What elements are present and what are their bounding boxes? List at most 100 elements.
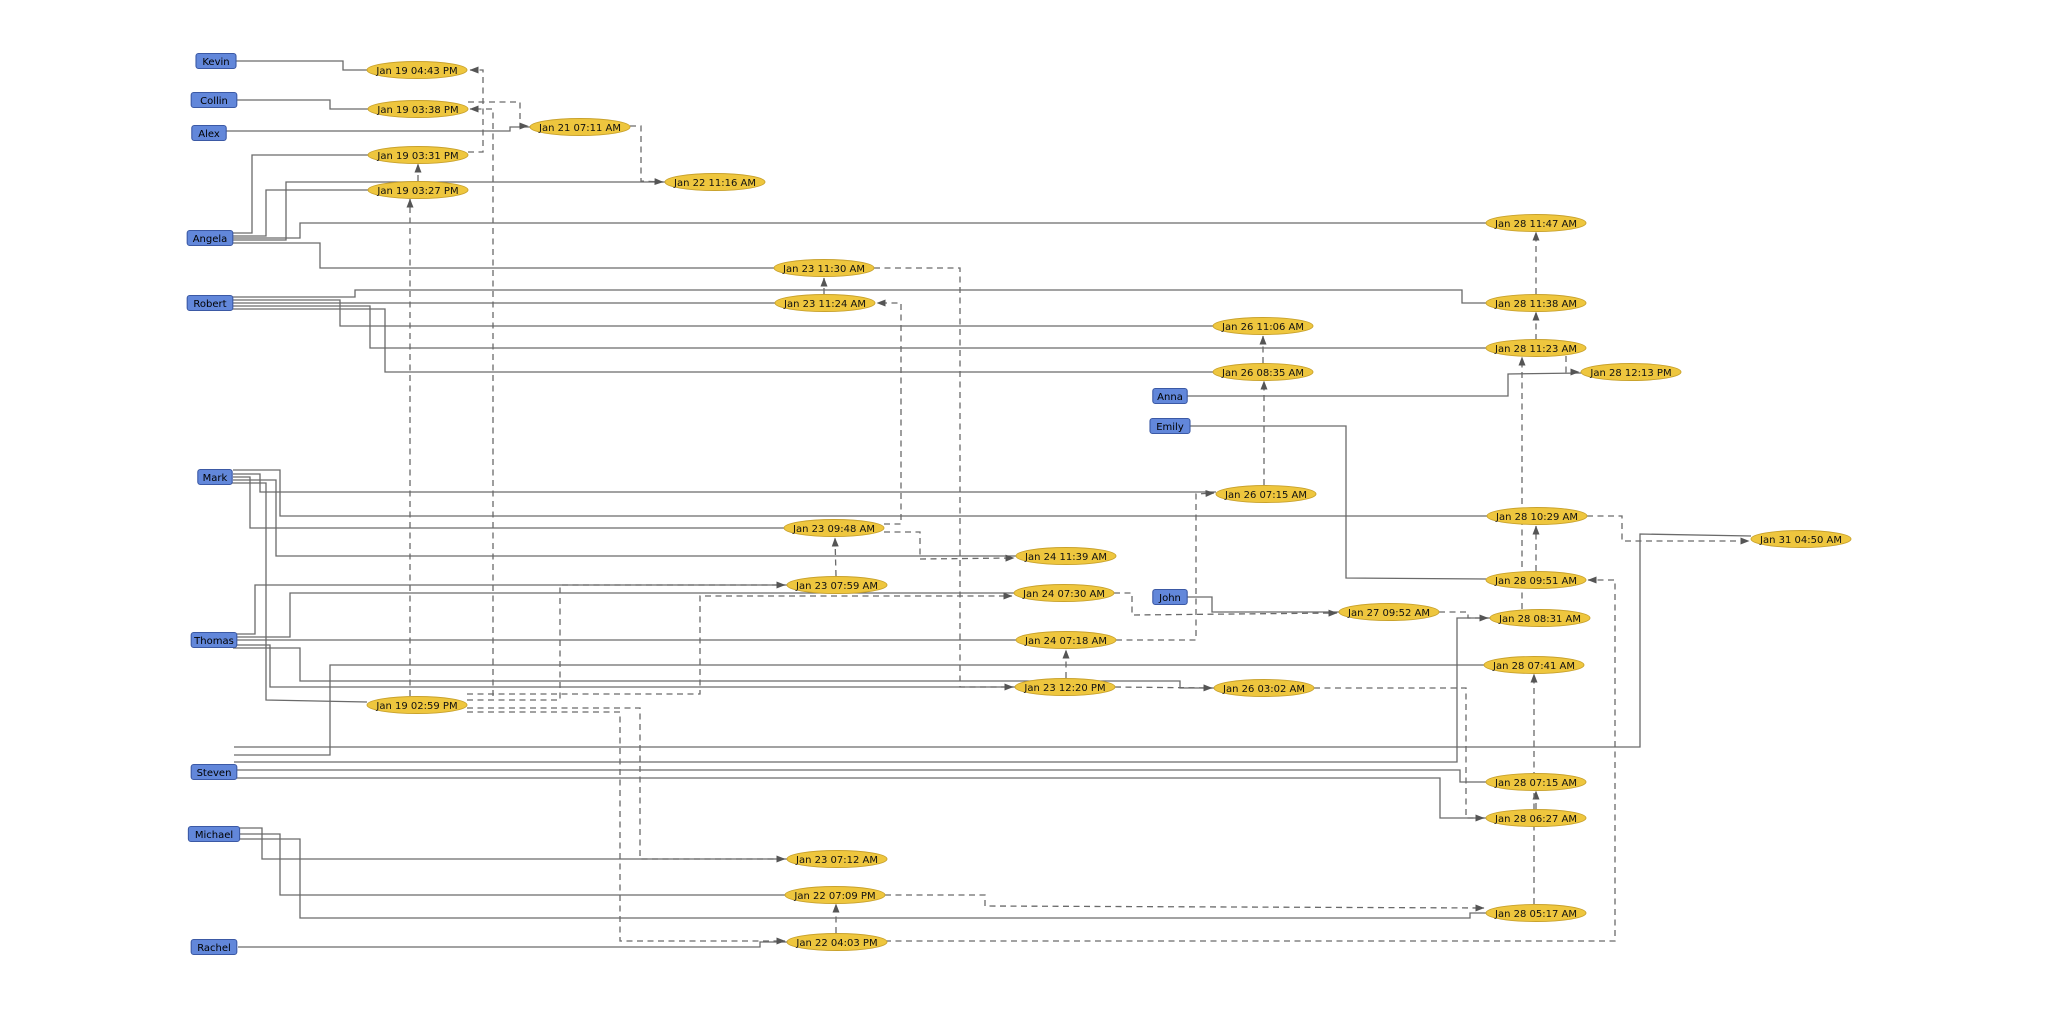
event-label: Jan 19 03:38 PM [376,105,458,116]
event-ellipse [783,519,885,537]
edge-solid-Steven-e18 [234,533,1752,748]
event-node-e17: Jan 23 09:48 AM [783,519,885,537]
event-label: Jan 28 11:38 AM [1494,299,1577,310]
person-box [190,763,238,781]
event-node-e25: Jan 24 07:18 AM [1015,631,1117,649]
event-ellipse [664,173,766,191]
edge-solid-Thomas-e28 [233,647,1214,689]
dashed-edges-layer [406,66,1750,945]
event-label: Jan 26 03:02 AM [1222,684,1305,695]
person-label: Michael [195,830,233,841]
edge-solid-Kevin-e1 [236,60,367,71]
event-node-e6: Jan 22 11:16 AM [664,173,766,191]
event-node-e33: Jan 22 07:09 PM [784,886,886,904]
event-label: Jan 22 11:16 AM [673,178,756,189]
event-node-e22: Jan 24 07:30 AM [1013,584,1115,602]
edge-dashed-e8-e27 [874,267,1014,691]
event-ellipse [1485,904,1587,922]
event-ellipse [1489,609,1591,627]
event-node-e3: Jan 21 07:11 AM [529,118,631,136]
event-node-e28: Jan 26 03:02 AM [1213,679,1315,697]
event-ellipse [1580,363,1682,381]
edge-solid-Alex-e3 [226,126,530,132]
edge-solid-Angela-e5 [230,189,368,237]
edge-solid-Robert-e11 [230,289,1486,304]
event-ellipse [1212,317,1314,335]
edge-solid-Mark-e19 [233,479,1016,557]
event-label: Jan 28 10:29 AM [1495,512,1578,523]
edge-solid-Emily-e20 [1183,425,1487,580]
edge-solid-Mark-e15 [233,473,1216,493]
event-ellipse [367,181,469,199]
event-label: Jan 23 11:24 AM [783,299,866,310]
event-node-e11: Jan 28 11:38 AM [1485,294,1587,312]
edge-solid-Steven-e24 [234,617,1490,763]
edge-solid-Michael-e32 [236,827,787,860]
event-node-e27: Jan 23 12:20 PM [1014,678,1116,696]
person-box [1152,387,1188,405]
person-node-steven: Steven [190,763,238,781]
event-node-e9: Jan 23 11:24 AM [774,294,876,312]
event-ellipse [367,100,469,118]
event-label: Jan 22 04:03 PM [795,938,877,949]
event-node-e12: Jan 28 11:23 AM [1485,339,1587,357]
event-ellipse [1750,530,1852,548]
event-node-e29: Jan 19 02:59 PM [366,696,468,714]
edge-solid-Steven-e31 [234,777,1486,819]
event-ellipse [1215,485,1317,503]
edge-solid-Anna-e14 [1183,372,1582,397]
person-node-anna: Anna [1152,387,1188,405]
edge-dashed-e23-e24 [1439,611,1489,622]
event-node-e14: Jan 28 12:13 PM [1580,363,1682,381]
event-node-e35: Jan 22 04:03 PM [786,933,888,951]
edge-dashed-e17-e19 [884,531,1015,562]
event-node-e24: Jan 28 08:31 AM [1489,609,1591,627]
event-label: Jan 23 12:20 PM [1023,683,1105,694]
person-box [190,91,238,109]
event-node-e26: Jan 28 07:41 AM [1483,656,1585,674]
event-node-e8: Jan 23 11:30 AM [773,259,875,277]
person-box [190,631,238,649]
event-ellipse [1015,547,1117,565]
person-label: Collin [200,96,228,107]
event-node-e19: Jan 24 11:39 AM [1015,547,1117,565]
person-node-angela: Angela [186,229,234,247]
event-ellipse [774,294,876,312]
event-node-e13: Jan 26 08:35 AM [1212,363,1314,381]
person-label: Kevin [202,57,229,68]
person-node-kevin: Kevin [195,52,237,70]
event-label: Jan 21 07:11 AM [538,123,621,134]
edge-solid-Mark-e16 [233,469,1487,517]
person-box [1149,417,1191,435]
event-label: Jan 24 11:39 AM [1024,552,1107,563]
event-label: Jan 28 07:15 AM [1494,778,1577,789]
edge-dashed-e35-e20 [885,576,1616,942]
edge-dashed-e12-e14 [1565,356,1580,376]
event-ellipse [1212,363,1314,381]
edge-solid-Thomas-e21 [233,584,787,635]
edge-dashed-e28-e31 [1314,687,1485,822]
edge-solid-John-e23 [1182,596,1339,613]
event-label: Jan 26 11:06 AM [1221,322,1304,333]
event-label: Jan 23 07:59 AM [795,581,878,592]
event-label: Jan 19 04:43 PM [375,66,457,77]
person-box [186,229,234,247]
edge-dashed-e29-e32 [467,707,786,863]
edge-dashed-e25-e15 [1116,489,1215,641]
edge-solid-Rachel-e35 [238,941,787,948]
edge-solid-Thomas-e27 [233,644,1015,688]
person-label: Rachel [197,943,231,954]
event-label: Jan 28 06:27 AM [1494,814,1577,825]
event-node-e5: Jan 19 03:27 PM [367,181,469,199]
event-node-e23: Jan 27 09:52 AM [1338,603,1440,621]
edge-dashed-e3-e6 [630,125,664,186]
event-label: Jan 28 05:17 AM [1494,909,1577,920]
edge-solid-Steven-e26 [234,664,1484,756]
event-node-e31: Jan 28 06:27 AM [1485,809,1587,827]
edge-dashed-e17-e9 [876,299,902,525]
person-label: Alex [198,129,220,140]
person-label: Emily [1156,422,1184,433]
event-label: Jan 28 08:31 AM [1498,614,1581,625]
edge-solid-Steven-e30 [234,769,1486,783]
event-ellipse [1213,679,1315,697]
